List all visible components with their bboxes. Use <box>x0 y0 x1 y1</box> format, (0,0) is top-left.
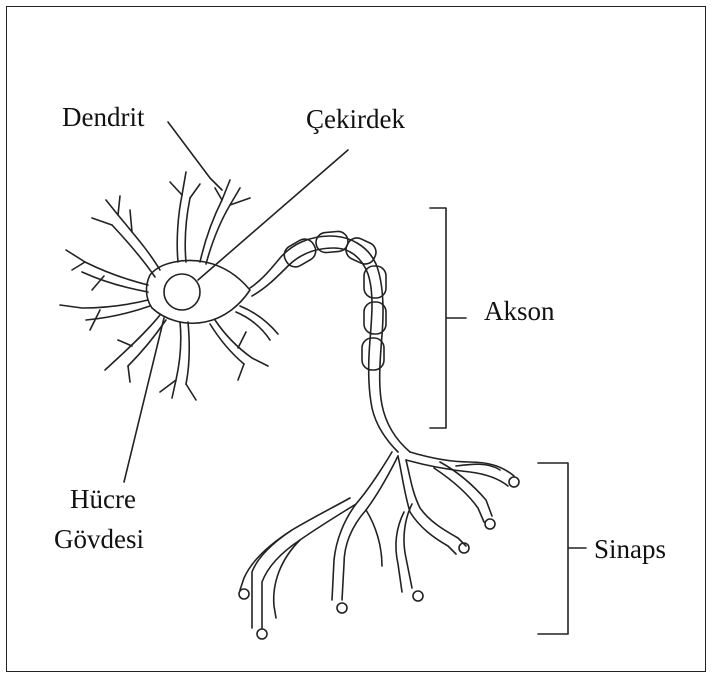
dendrite-label: Dendrit <box>62 102 144 133</box>
axon-label: Akson <box>484 296 555 327</box>
cell-body <box>146 261 250 324</box>
axon <box>250 231 410 452</box>
nucleus-label: Çekirdek <box>306 104 405 135</box>
nucleus-circle <box>164 274 200 310</box>
synapse-bracket <box>538 463 586 634</box>
dendrites <box>60 172 278 400</box>
nucleus-pointer-line <box>198 150 348 280</box>
axon-terminals <box>239 452 519 639</box>
synapse-label: Sinaps <box>594 534 666 565</box>
dendrite-pointer-line <box>168 122 222 190</box>
axon-bracket <box>430 208 466 428</box>
cell-body-pointer-line <box>124 318 164 482</box>
cell-body-label-line1: Hücre <box>70 484 136 515</box>
cell-body-label-line2: Gövdesi <box>54 524 144 555</box>
